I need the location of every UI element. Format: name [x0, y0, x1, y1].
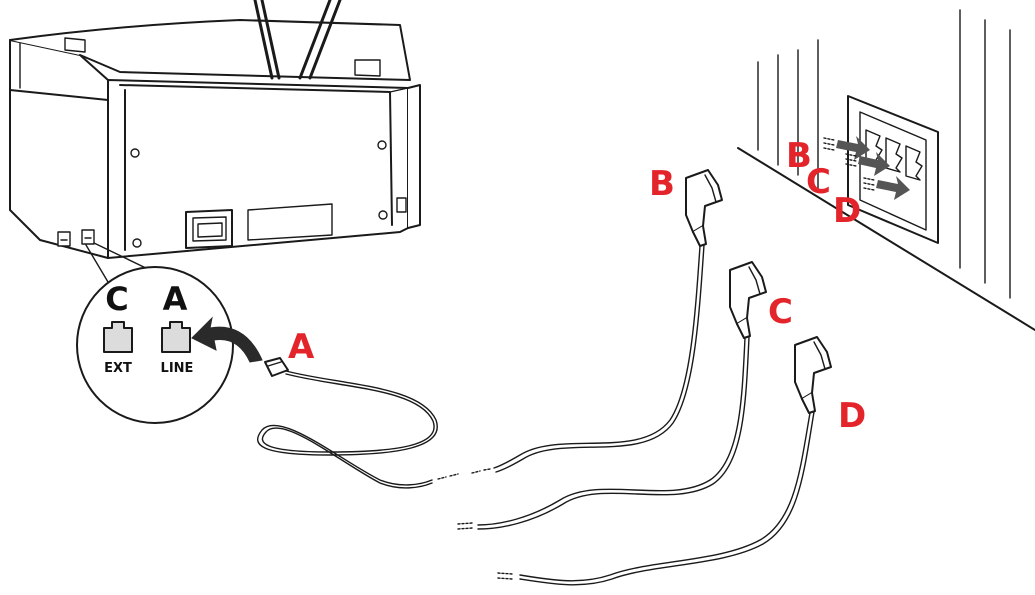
- port-callout: C A EXT LINE: [76, 242, 263, 424]
- tae-plug-c-icon: [729, 261, 767, 339]
- cable-d: [497, 336, 832, 586]
- socket-label-c: C: [806, 162, 831, 202]
- socket-label-d: D: [833, 191, 861, 231]
- rj11-plug-icon: [264, 357, 289, 377]
- line-port-label: LINE: [161, 361, 194, 376]
- line-port-icon: [161, 321, 191, 353]
- cable-a-rj11: [257, 357, 491, 489]
- callout-letter-a: A: [163, 280, 188, 318]
- printer-rear-view: [9, 0, 421, 259]
- plug-label-b: B: [649, 164, 675, 204]
- plug-label-c: C: [768, 292, 793, 332]
- ext-port-label: EXT: [104, 361, 132, 376]
- insert-arrow-d-icon: [863, 176, 910, 200]
- cable-c: [457, 261, 767, 530]
- wall-socket: [823, 95, 939, 244]
- plug-label-a: A: [288, 327, 315, 367]
- curved-arrow-icon: [191, 316, 263, 363]
- cable-b: [493, 169, 723, 473]
- tae-plug-d-icon: [794, 336, 832, 414]
- tae-plug-b-icon: [685, 169, 723, 247]
- plug-label-d: D: [838, 396, 866, 436]
- insert-arrow-b-icon: [823, 136, 870, 160]
- insert-arrow-c-icon: [845, 152, 890, 176]
- wall: [737, 9, 1035, 331]
- socket-label-b: B: [786, 136, 812, 176]
- callout-letter-c: C: [105, 280, 128, 318]
- ext-port-icon: [103, 321, 133, 353]
